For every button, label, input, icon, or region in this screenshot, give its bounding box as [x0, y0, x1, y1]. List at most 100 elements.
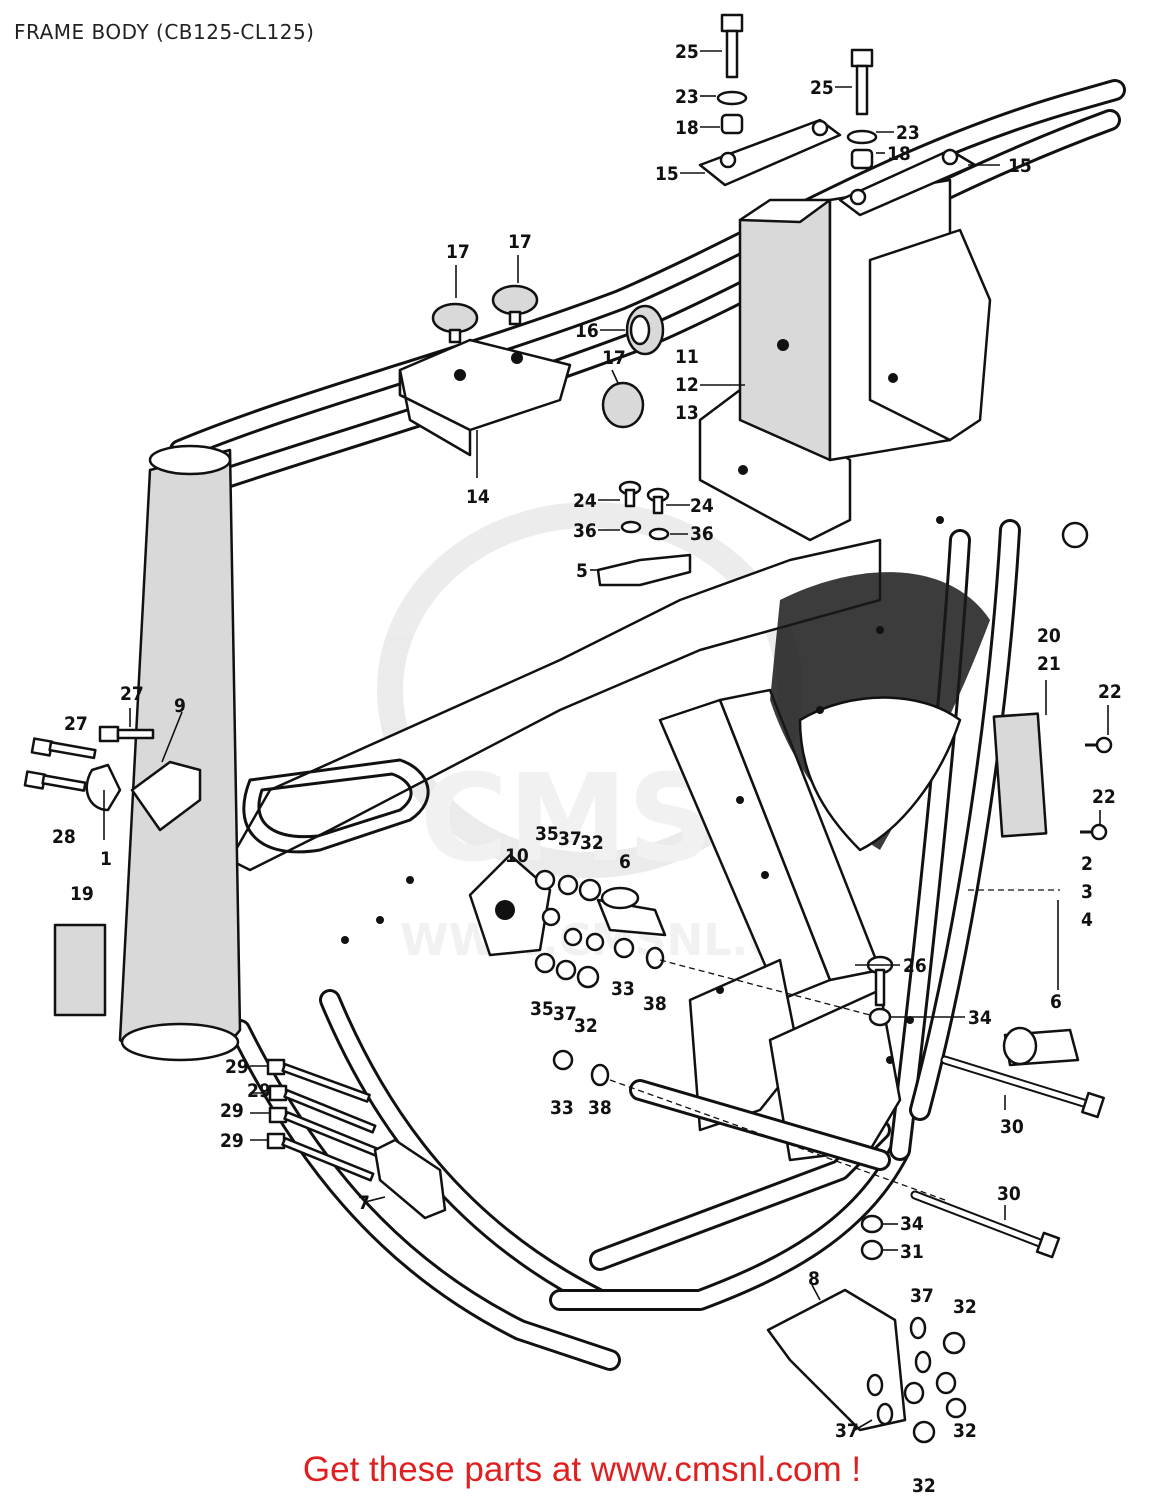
washer-36-left[interactable] [620, 520, 642, 534]
label-24: 24 [573, 490, 597, 512]
bolt-25-left[interactable] [720, 13, 744, 79]
bolt-29-d[interactable] [266, 1132, 375, 1182]
label-36: 36 [573, 520, 597, 542]
rubber-cushion-17-c[interactable] [601, 381, 645, 429]
bracket-9[interactable] [130, 760, 202, 832]
label-29: 29 [220, 1100, 244, 1122]
label-23: 23 [896, 122, 920, 144]
washer-37-d[interactable] [876, 1402, 894, 1426]
clamp-5[interactable] [596, 553, 692, 587]
nut-32-e[interactable] [945, 1397, 967, 1419]
washer-37-b[interactable] [555, 959, 577, 981]
nut-32-c[interactable] [942, 1331, 966, 1355]
label-20: 20 [1037, 625, 1061, 647]
label-30: 30 [1000, 1116, 1024, 1138]
leader-lines [103, 50, 1109, 1431]
bolt-30-a[interactable] [940, 1055, 1105, 1119]
nut-32-d[interactable] [912, 1420, 936, 1444]
label-22: 22 [1098, 681, 1122, 703]
plate-19[interactable] [53, 923, 107, 1017]
label-34: 34 [900, 1213, 924, 1235]
washer-38-b[interactable] [590, 1063, 610, 1087]
nut-31[interactable] [860, 1239, 884, 1261]
label-23: 23 [675, 86, 699, 108]
clamp-1[interactable] [85, 763, 122, 812]
label-32: 32 [953, 1420, 977, 1442]
bolt-27-b[interactable] [30, 737, 97, 760]
bolt-28[interactable] [23, 770, 87, 792]
bolt-25-right[interactable] [850, 48, 874, 116]
battery-strap-left[interactable] [698, 118, 842, 187]
label-25: 25 [810, 77, 834, 99]
label-17: 17 [446, 241, 470, 263]
collar-18-left[interactable] [720, 113, 744, 135]
footer-link[interactable]: Get these parts at www.cmsnl.com ! [302, 1450, 862, 1489]
label-26: 26 [903, 955, 927, 977]
bolt-29-c[interactable] [268, 1106, 382, 1158]
label-29: 29 [220, 1130, 244, 1152]
collar-6-b[interactable] [1002, 1026, 1080, 1067]
label-27: 27 [64, 713, 88, 735]
washer-34-b[interactable] [860, 1214, 884, 1234]
nut-32-a[interactable] [578, 878, 602, 902]
label-13: 13 [675, 402, 699, 424]
washer-23-right[interactable] [846, 129, 878, 145]
label-18: 18 [675, 117, 699, 139]
label-37: 37 [553, 1003, 577, 1025]
washer-35-b[interactable] [534, 952, 556, 974]
screw-24-left[interactable] [618, 480, 642, 508]
label-17: 17 [602, 347, 626, 369]
washer-23-left[interactable] [716, 90, 748, 106]
rubber-cushion-17-b[interactable] [491, 284, 539, 326]
callout-labels: 25 23 18 15 25 23 18 15 17 17 16 17 11 1… [52, 41, 1122, 1497]
label-18: 18 [887, 143, 911, 165]
rivet-22-a[interactable] [1085, 736, 1113, 754]
label-3: 3 [1081, 881, 1093, 903]
nut-33-a[interactable] [613, 937, 635, 959]
bolt-27-a[interactable] [98, 725, 155, 743]
label-28: 28 [52, 826, 76, 848]
screw-24-right[interactable] [646, 487, 670, 515]
washer-35-a[interactable] [534, 869, 556, 891]
bracket-7[interactable] [373, 1138, 447, 1220]
label-1: 1 [100, 848, 112, 870]
label-35: 35 [535, 823, 559, 845]
label-31: 31 [900, 1241, 924, 1263]
battery-box[interactable] [698, 178, 992, 542]
label-32: 32 [574, 1015, 598, 1037]
collar-18-right[interactable] [850, 148, 874, 170]
label-6: 6 [1050, 991, 1062, 1013]
label-22: 22 [1092, 786, 1116, 808]
washer-36-right[interactable] [648, 527, 670, 541]
bolt-29-a[interactable] [266, 1058, 371, 1103]
collar-6-a[interactable] [596, 886, 667, 937]
label-35: 35 [530, 998, 554, 1020]
label-12: 12 [675, 374, 699, 396]
bolt-30-b[interactable] [910, 1190, 1061, 1259]
nut-33-b[interactable] [552, 1049, 574, 1071]
washer-38-a[interactable] [645, 946, 665, 970]
label-24: 24 [690, 495, 714, 517]
bolt-29-b[interactable] [268, 1084, 377, 1134]
label-32: 32 [953, 1296, 977, 1318]
plate-8[interactable] [766, 1288, 907, 1432]
washer-37-c[interactable] [909, 1316, 927, 1340]
plate-20-21[interactable] [992, 712, 1048, 838]
bracket-14[interactable] [398, 338, 572, 457]
label-37: 37 [835, 1420, 859, 1442]
nut-32-b[interactable] [576, 965, 600, 989]
grommet-16[interactable] [625, 304, 665, 356]
label-29: 29 [247, 1080, 271, 1102]
rubber-cushion-17-a[interactable] [431, 302, 479, 344]
label-38: 38 [643, 993, 667, 1015]
label-38: 38 [588, 1097, 612, 1119]
rivet-22-b[interactable] [1080, 823, 1108, 841]
washer-34-a[interactable] [868, 1007, 892, 1027]
label-14: 14 [466, 486, 490, 508]
label-27: 27 [120, 683, 144, 705]
washer-37-a[interactable] [557, 874, 579, 896]
label-32: 32 [580, 832, 604, 854]
label-7: 7 [358, 1192, 370, 1214]
label-17: 17 [508, 231, 532, 253]
